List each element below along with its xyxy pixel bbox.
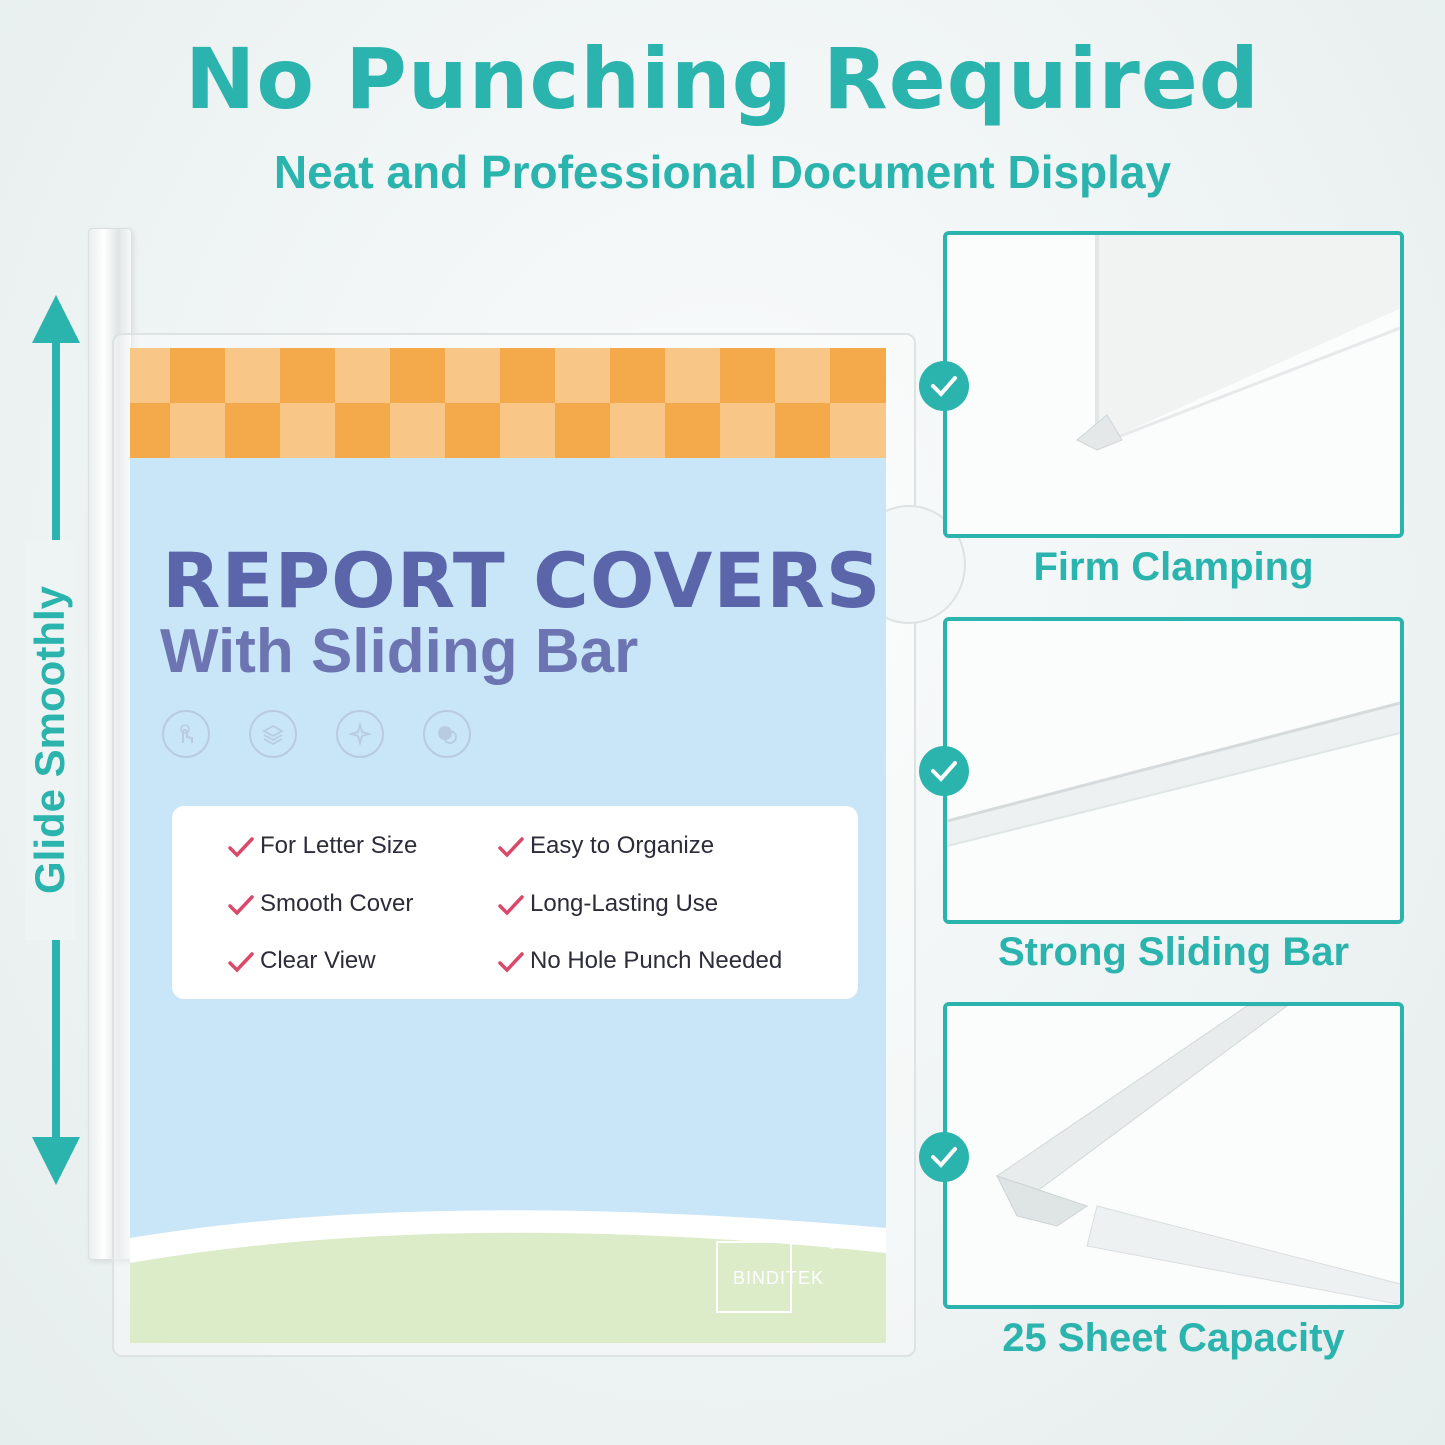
sliding-bar-image [88, 228, 132, 1260]
sheet-capacity-closeup-image [947, 1006, 1400, 1305]
panel-label-strong-sliding-bar: Strong Sliding Bar [997, 930, 1350, 974]
feature-icons [162, 706, 482, 762]
headline: No Punching Required [185, 30, 1260, 128]
brand-logo [716, 1241, 792, 1313]
panel-label-25-sheet-capacity: 25 Sheet Capacity [1002, 1316, 1345, 1360]
feature-card: For Letter Size Easy to Organize Smooth … [172, 806, 858, 999]
panel-firm-clamping [943, 231, 1404, 538]
touch-icon [162, 710, 210, 758]
check-icon [228, 837, 254, 858]
checker-pattern [130, 348, 886, 458]
subheadline: Neat and Professional Document Display [273, 146, 1172, 198]
report-cover-paper: REPORT COVERS With Sliding Bar For Lette… [130, 348, 886, 1343]
panel-strong-sliding-bar [943, 617, 1404, 924]
cover-title: REPORT COVERS [162, 536, 882, 625]
panel-label-firm-clamping: Firm Clamping [1033, 545, 1314, 589]
check-icon [498, 837, 524, 858]
bottom-wave [130, 1210, 886, 1343]
check-badge-icon [919, 361, 969, 411]
glide-label: Glide Smoothly [25, 540, 75, 940]
check-icon [228, 952, 254, 973]
clamp-closeup-image [947, 235, 1400, 534]
cover-subtitle: With Sliding Bar [160, 617, 639, 686]
sparkle-icon [336, 710, 384, 758]
check-icon [228, 895, 254, 916]
brand-name: BINDITEK [733, 1268, 825, 1288]
registered-mark: ® [827, 1238, 839, 1252]
layers-icon [249, 710, 297, 758]
check-icon [498, 895, 524, 916]
toggle-circles-icon [423, 710, 471, 758]
check-badge-icon [919, 1132, 969, 1182]
panel-25-sheet-capacity [943, 1002, 1404, 1309]
sliding-bar-closeup-image [947, 621, 1400, 920]
check-icon [498, 952, 524, 973]
check-badge-icon [919, 746, 969, 796]
